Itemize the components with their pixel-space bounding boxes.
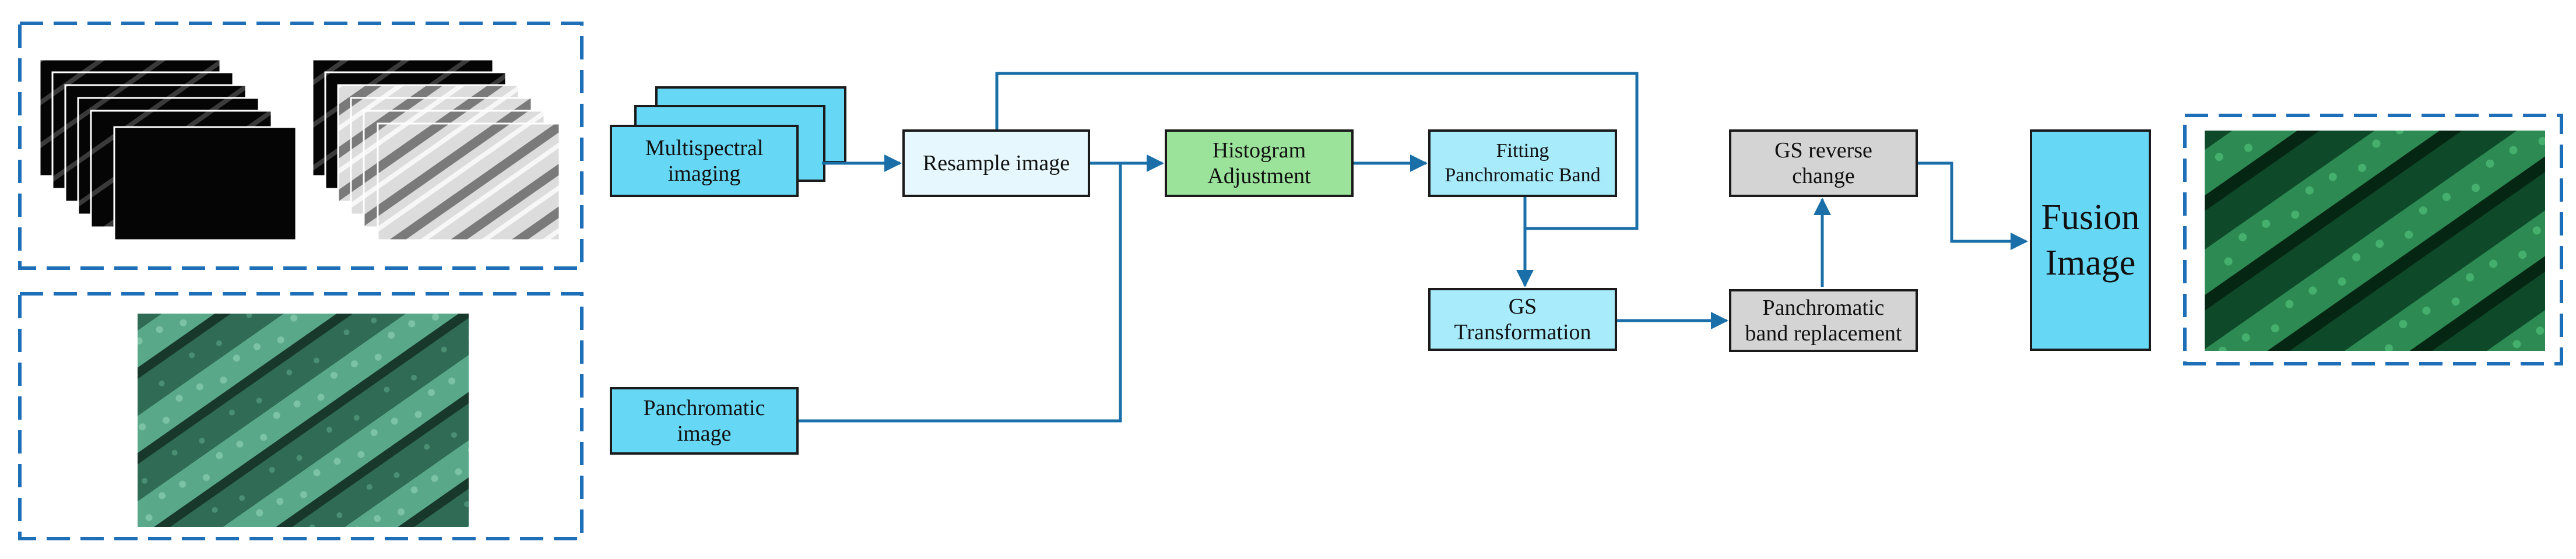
multispectral-imaging-node: Multispectral imaging xyxy=(610,125,799,197)
light-band-stack-image xyxy=(311,58,561,241)
arrow-gs-reverse-to-fusion xyxy=(1918,161,2028,250)
histogram-line2: Adjustment xyxy=(1207,164,1311,188)
dark-band-stack-image xyxy=(38,58,297,241)
multispectral-line1: Multispectral xyxy=(645,136,764,160)
panchromatic-image-frame xyxy=(18,292,584,540)
gs-transformation-node: GS Transformation xyxy=(1428,288,1617,351)
gs-transform-line2: Transformation xyxy=(1454,320,1591,344)
fusion-result-frame xyxy=(2183,114,2563,365)
multispectral-line2: imaging xyxy=(667,161,741,186)
gs-reverse-line1: GS reverse xyxy=(1774,138,1872,163)
gs-transform-line1: GS xyxy=(1508,294,1537,319)
histogram-adjustment-node: Histogram Adjustment xyxy=(1165,129,1354,197)
connectors xyxy=(799,72,2028,423)
fusion-result-image xyxy=(2205,131,2545,351)
fitting-line2: Panchromatic Band xyxy=(1445,164,1601,186)
fusion-line1: Fusion xyxy=(2041,198,2140,237)
fitting-line1: Fitting xyxy=(1496,140,1549,161)
fitting-panchromatic-band-node: Fitting Panchromatic Band xyxy=(1428,129,1617,197)
panchromatic-image-node: Panchromatic image xyxy=(610,387,799,455)
histogram-line1: Histogram xyxy=(1212,138,1306,163)
gs-reverse-change-node: GS reverse change xyxy=(1729,129,1918,197)
pan-replace-line2: band replacement xyxy=(1745,321,1902,346)
gs-reverse-line2: change xyxy=(1792,164,1855,188)
resample-label: Resample image xyxy=(922,151,1070,175)
panchromatic-field-image xyxy=(138,314,469,527)
panchromatic-line1: Panchromatic xyxy=(643,396,765,420)
fusion-line2: Image xyxy=(2045,243,2136,283)
line-resample-loop-to-fitting xyxy=(995,72,1639,230)
resample-image-node: Resample image xyxy=(902,129,1090,197)
pan-replace-line1: Panchromatic xyxy=(1762,296,1885,320)
fusion-image-node: Fusion Image xyxy=(2030,129,2151,351)
line-panchromatic-to-histogram xyxy=(799,163,1122,423)
multispectral-band-frame xyxy=(18,22,584,270)
panchromatic-band-replacement-node: Panchromatic band replacement xyxy=(1729,289,1918,352)
panchromatic-line2: image xyxy=(677,421,732,446)
